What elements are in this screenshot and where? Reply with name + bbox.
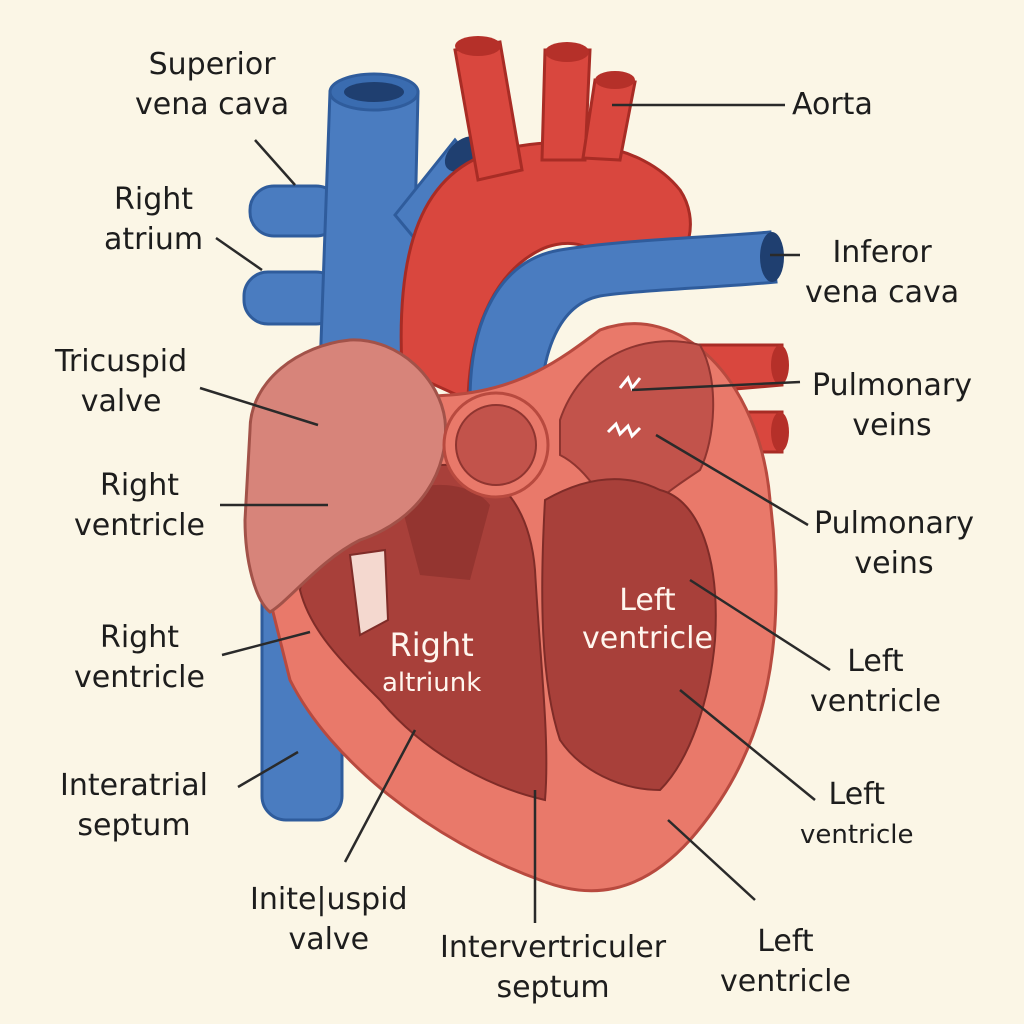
- left-ventricle-chamber: [541, 478, 717, 792]
- right-chamber: [298, 463, 548, 802]
- mitral-valve-marks: [606, 375, 642, 439]
- inner-label-right-chamber: Right altriunk: [382, 626, 482, 698]
- inferior-vena-cava-upper: [468, 230, 784, 422]
- inner-label-left-chamber: Left ventricle: [582, 583, 713, 656]
- leader-lines: [199, 103, 831, 923]
- right-atrium: [243, 338, 448, 614]
- aorta: [399, 36, 692, 403]
- valve-ring: [442, 391, 550, 499]
- label-aorta: Aorta: [792, 87, 873, 122]
